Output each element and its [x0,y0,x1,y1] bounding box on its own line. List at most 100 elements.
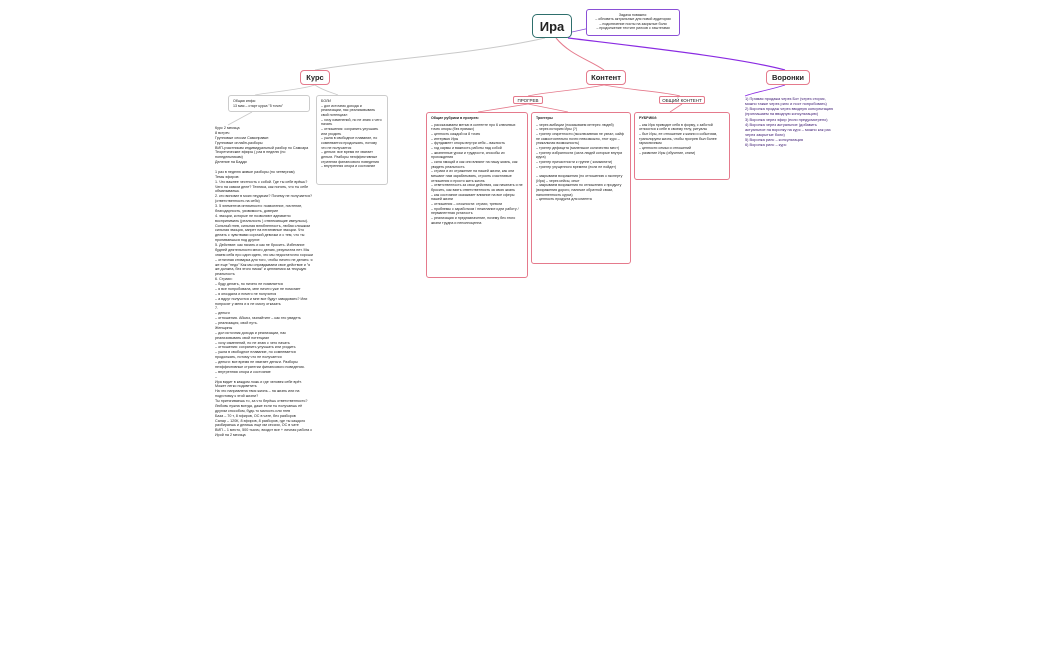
course-line: Групповые онлайн-разборы [215,140,263,145]
course-line: 7. [215,306,219,311]
root-note-line: – подключение посты на закрытые боли [599,21,667,26]
course-line: – деньги [215,311,230,316]
progrev-rubrics-title: Общие рубрики в прогрев: [431,116,479,120]
obshchiy-rubrics-box[interactable]: РУБРИКИ: – как Ира приводит себя в форму… [634,112,730,180]
subtopic-progrev-label: ПРОГРЕВ [517,97,539,103]
triggers-box[interactable]: Триггеры – через амбиции (показываем инт… [531,112,631,264]
triggers-line: – триггер избранности (сила людей которы… [536,150,623,160]
course-line: – а вдруг получится и мне все будут зави… [215,296,308,306]
funnel-item: 5) Воронка рилс – консультация [745,137,803,143]
progrev-rubrics-box[interactable]: Общие рубрики в прогрев: – рассказываем … [426,112,528,278]
course-line: – деньги: все время не хватает деньги. Р… [215,360,305,369]
progrev-rubrics-line: – страхи и их отражение на нашей жизни, … [431,169,515,183]
funnel-item: 2) Воронка продаж через вводную консульт… [745,106,834,117]
course-line: – ушла в свободное плавание, но сомневае… [215,350,296,360]
course-line: – хочу изменений, но не знаю с чего нача… [215,340,290,345]
course-line: – отношения. Абьюз, газлайтинг – как это… [215,316,301,321]
course-line: Групповые сессии Самоправке: [215,135,270,140]
progrev-rubrics-line: – ценность каждой из 8 точек [431,132,481,137]
course-line: Салар – 120К, 8 эфиров, 8 разборов, где … [215,418,306,428]
course-line: 2. кто виноват в моих неудачах? Почему н… [215,194,313,204]
course-line: 1 раз в неделю живые разборы (по четверг… [215,169,295,174]
course-line: 1. Что важнее честность с собой. Где ты … [215,179,309,194]
pains-box[interactable]: БОЛИ – дол источник дохода и реализации,… [316,95,388,185]
triggers-line: – триггер упущенного времени (если не по… [536,164,617,169]
course-line: Темы эфиров: [215,174,240,179]
funnel-item: 1) Прямая продажа через Бот (через стори… [745,96,827,107]
pains-line: – внутренняя опора и состояние [321,164,376,169]
progrev-rubrics-line: – проблемы с заработком / нежелание идти… [431,206,519,216]
course-line: – я все попробовала, мне ничего уже не п… [215,286,301,291]
triggers-line: – закрываем возражения по отношению к пр… [536,183,622,197]
course-line: 3. 5 элементов интимности: позволение, п… [215,204,303,213]
course-line: Деление на Бадди [215,160,247,165]
triggers-line: – закрываем возражения (по отношению к э… [536,174,623,183]
progrev-rubrics-line: – сила эмоций и как они влияют на нашу ж… [431,160,518,169]
course-line: 4. эмоции, которые не позволяют адекватн… [215,213,310,243]
course-line: – дол источник дохода и реализации, нас … [215,330,287,340]
topic-course[interactable]: Курс [300,70,330,85]
course-line: ВИП – 1 место, 500 тысяч, входит все + л… [215,428,313,438]
progrev-rubrics-line: – отношения – сложности: страхи, тревоги [431,202,503,207]
progrev-rubrics-line: – интервью Иры [431,136,459,141]
course-line: – внутренняя опора и состояние [215,369,271,374]
progrev-rubrics-line: – год кармы и важность работы над собой [431,146,502,151]
course-line: – я опоздала и ничего не получится [215,291,277,296]
pains-line: БОЛИ [321,99,332,103]
course-line: 5. Действие: как начать и как не бросить… [215,243,313,277]
course-line: Курс 2 месяца [215,126,240,130]
root-label: Ира [539,18,565,34]
obshchiy-rubrics-title: РУБРИКИ: [639,116,658,120]
progrev-rubrics-line: – ответственность за свои действия, как … [431,183,523,193]
triggers-line: – триггер причастности к группе ( комьюн… [536,160,613,165]
course-line: – реализация, свой путь. [215,321,258,325]
subtopic-progrev[interactable]: ПРОГРЕВ [513,96,543,104]
pains-line: – хочу изменений, но не знаю с чего нача… [321,117,382,127]
funnel-item: 3) Воронка через эфир (если предусмотрен… [745,116,828,122]
progrev-rubrics-line: – фундамент опоры внутри себя – важность [431,141,505,146]
pains-line: – ушла в свободное плавание, но сомневае… [321,136,378,150]
topic-content-label: Контент [591,73,621,82]
root-note[interactable]: Задача поважно: – обновить актуальные дл… [586,9,680,36]
course-line: Ира видит в каждом ложь и где человек се… [215,379,302,389]
triggers-line: – триггер дефицита (маленькое количество… [536,146,620,151]
progrev-rubrics-line: – реализация и предназначение, почему бе… [431,216,516,225]
topic-course-label: Курс [306,73,324,82]
root-note-line: – обновить актуальные для новой аудитори… [595,17,671,22]
funnel-item: 6) Воронка рилс – курс [745,142,787,148]
topic-funnels[interactable]: Воронки [766,70,810,85]
course-line: Ты притягиваешь то, за что берёшь ответс… [215,399,308,403]
pains-line: – деньги: все время не хватает деньги. Р… [321,150,379,164]
root-note-line: – продолжение тестинг рилсов с хэштегами [596,26,670,31]
triggers-title: Триггеры [536,116,553,120]
general-info-box[interactable]: Общая инфа: 13 мая – старт курса "5 точе… [228,95,310,112]
general-info-line: Общая инфа: [233,99,256,103]
course-line: Теоретические эфиры ( раз в неделю (по п… [215,150,286,160]
progrev-rubrics-line: – как состояние оказывает влияние на все… [431,192,515,202]
funnels-list: 1) Прямая продажа через Бот (через стори… [745,96,837,176]
pains-line: – отношения: сохранить улучшать или уход… [321,127,379,136]
triggers-line: – через историю Иры (?) [536,127,578,132]
subtopic-obshchiy[interactable]: ОБЩИЙ КОНТЕНТ [659,96,705,104]
course-line: – буду делать, но ничего не появляется [215,282,283,286]
course-line: Женщины [215,325,233,330]
progrev-rubrics-line: – рассказываем метью в контенте про 6 кл… [431,122,516,132]
course-line: 8 встреч [215,130,230,135]
root-node[interactable]: Ира [532,14,572,38]
topic-content[interactable]: Контент [586,70,626,85]
course-line: ВИП-участникам индивидуальный разбор по … [215,145,309,150]
pains-line: – дол источник дохода и реализации, нас … [321,103,376,118]
progrev-rubrics-line: – жизненные уроки и трудности, способы и… [431,150,505,160]
course-line: – [215,374,218,379]
course-line: 6. Страхи: [215,277,233,282]
course-line: База – 70 т, 8 эфиров, ОС в чате, без ра… [215,413,296,418]
course-details-text: Курс 2 месяца 8 встреч Групповые сессии … [215,126,313,646]
topic-funnels-label: Воронки [771,73,805,82]
obshchiy-rubrics-line: – как Ира приводит себя в форму, с забот… [639,122,713,132]
triggers-line: – через амбиции (показываем интерес люде… [536,122,614,127]
subtopic-obshchiy-label: ОБЩИЙ КОНТЕНТ [662,97,702,103]
course-line: Любовь нужна всегда, даже если ты получа… [215,403,303,413]
obshchiy-rubrics-line: – быт Иры, ее отношение к жизни и событи… [639,132,718,146]
triggers-line: – ценность продукта для клиента [536,197,592,202]
